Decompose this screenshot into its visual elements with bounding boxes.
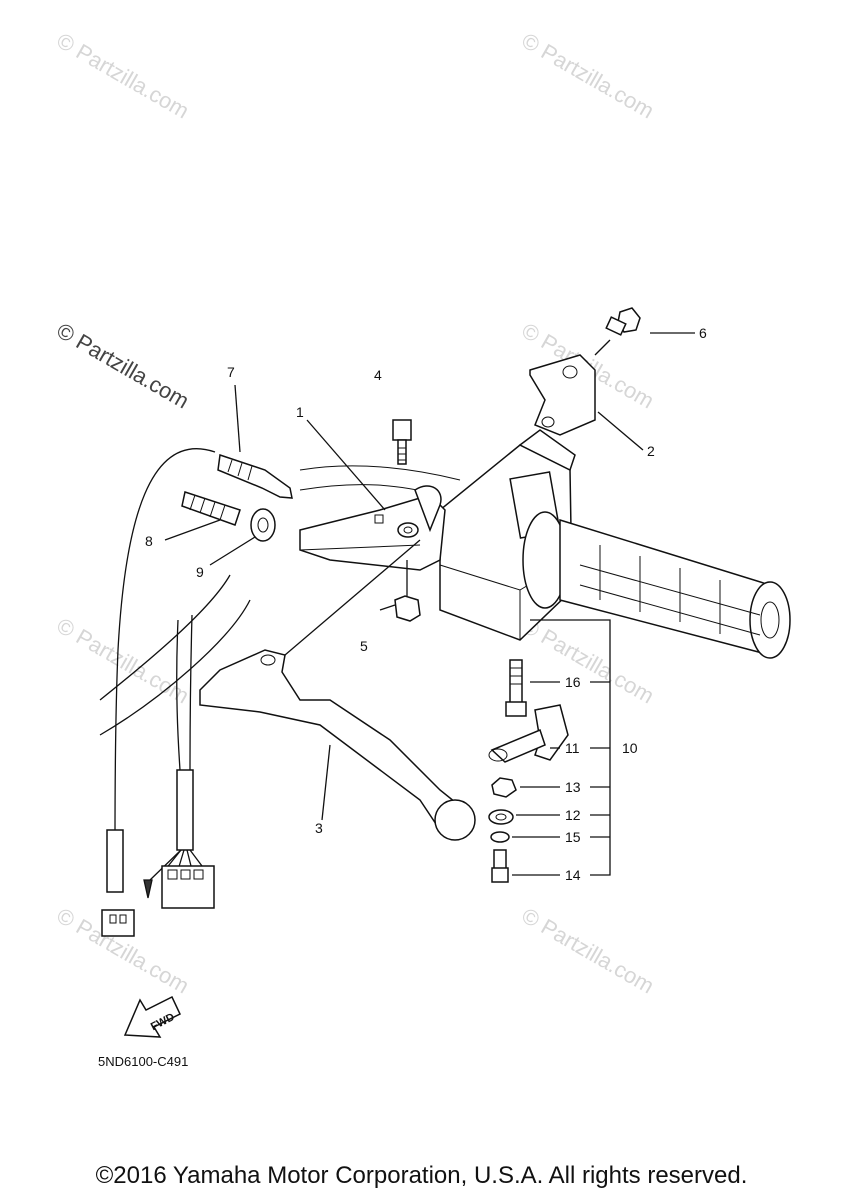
callout-3: 3: [315, 820, 323, 836]
callout-8: 8: [145, 533, 153, 549]
connector-large: [161, 865, 215, 909]
callout-7: 7: [227, 364, 235, 380]
adjuster-nut: [181, 491, 241, 526]
diagram-code: 5ND6100-C491: [98, 1054, 188, 1069]
callout-13: 13: [565, 779, 581, 795]
locknut: [250, 508, 276, 542]
lever-holder: [299, 485, 446, 571]
cable-adjuster: [217, 454, 293, 499]
callout-16: 16: [565, 674, 581, 690]
watermark: © Partzilla.com: [518, 903, 659, 999]
copyright-notice: ©2016 Yamaha Motor Corporation, U.S.A. A…: [95, 1162, 748, 1189]
callout-12: 12: [565, 807, 581, 823]
watermark: © Partzilla.com: [53, 28, 194, 124]
nut: [394, 560, 421, 622]
watermark: © Partzilla.com: [53, 613, 194, 709]
wiring-harness: [99, 448, 251, 937]
switch-assembly: [299, 429, 791, 659]
lever: [199, 649, 476, 841]
callout-15: 15: [565, 829, 581, 845]
callout-6: 6: [699, 325, 707, 341]
callout-1: 1: [296, 404, 304, 420]
leader-lines: [164, 332, 695, 876]
handle-grip: [749, 581, 791, 659]
screw: [605, 307, 641, 336]
connector-small: [101, 909, 135, 937]
watermark: © Partzilla.com: [53, 318, 194, 414]
callout-5: 5: [360, 638, 368, 654]
watermark: © Partzilla.com: [518, 28, 659, 124]
callout-4: 4: [374, 367, 382, 383]
watermark: © Partzilla.com: [518, 613, 659, 709]
callout-11: 11: [565, 740, 580, 756]
bolt: [392, 419, 412, 465]
callout-14: 14: [565, 867, 581, 883]
start-switch-parts: [488, 659, 569, 883]
clamp: [529, 354, 596, 436]
fwd-arrow-icon: FWD: [123, 995, 181, 1038]
callout-2: 2: [647, 443, 655, 459]
callouts: 1 2 3 4 5 6 7 8 9 10 11 12 13 14 15 16: [145, 325, 707, 883]
callout-10: 10: [622, 740, 638, 756]
callout-9: 9: [196, 564, 204, 580]
